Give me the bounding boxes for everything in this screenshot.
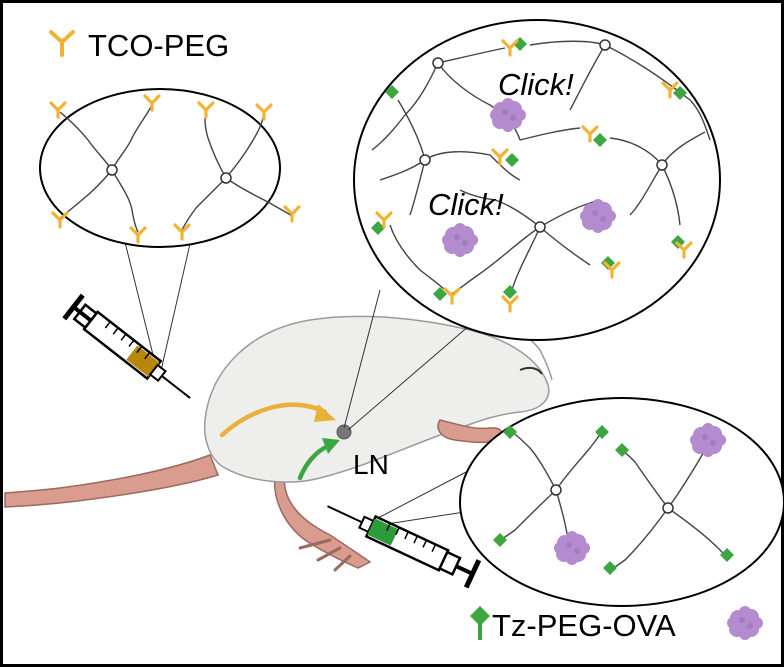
syringe-icon xyxy=(62,293,191,399)
tco-arrow xyxy=(219,402,328,438)
click-label: Click! xyxy=(498,67,574,102)
tz-diamond-icon xyxy=(470,606,490,626)
tco-arrowhead xyxy=(314,404,336,422)
legend-tz-label: Tz-PEG-OVA xyxy=(492,608,676,643)
mouse-toes xyxy=(298,538,352,572)
ova-protein-icon xyxy=(727,606,763,640)
tz-peg-ova-callout xyxy=(459,397,784,607)
hydrogel-callout: Click! Click! xyxy=(353,19,721,341)
tco-y-icon xyxy=(49,30,75,57)
legend-tco-label: TCO-PEG xyxy=(88,28,229,63)
mouse-tail xyxy=(4,454,220,508)
lymph-node-label: LN xyxy=(353,449,389,480)
legend-tz: Tz-PEG-OVA xyxy=(470,606,763,643)
click-label: Click! xyxy=(428,187,504,222)
tco-peg-callout xyxy=(39,88,301,248)
peg-chains xyxy=(59,104,293,233)
tco-y-icon xyxy=(255,103,273,121)
mouse-body xyxy=(203,315,550,483)
callout-connectors xyxy=(119,221,511,526)
mouse-illustration xyxy=(4,315,553,572)
tz-arrow xyxy=(297,443,331,481)
legend-tco: TCO-PEG xyxy=(49,28,229,63)
tco-y-icon xyxy=(283,205,301,223)
mouse-eye xyxy=(519,366,543,375)
syringe-icon xyxy=(327,505,482,589)
tco-y-icon xyxy=(51,211,69,229)
lymph-node-icon xyxy=(336,424,352,440)
tz-arrowhead xyxy=(322,438,340,454)
